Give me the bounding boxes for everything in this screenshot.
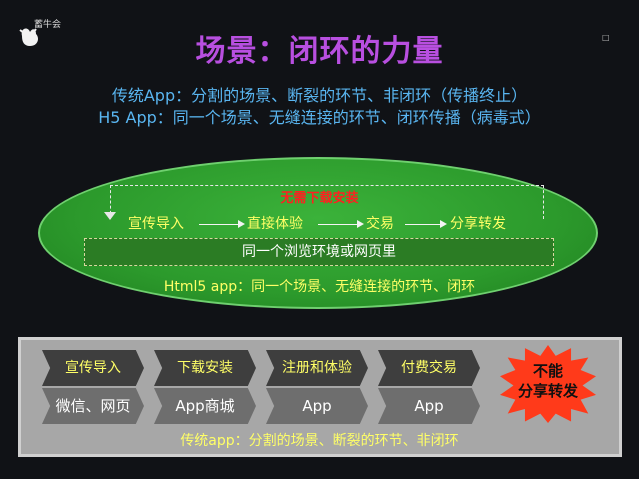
stage-name: 注册和体验 xyxy=(282,360,352,376)
loop-arrow-icon xyxy=(104,212,116,220)
native-stage-4: 付费交易 xyxy=(378,350,480,386)
cannot-share-line1: 不能 xyxy=(532,362,563,380)
cannot-share-line2: 分享转发 xyxy=(517,382,578,400)
h5-closed-loop-ellipse xyxy=(38,157,598,309)
native-stage-1: 宣传导入 xyxy=(42,350,144,386)
arrow-right-icon xyxy=(405,220,447,228)
h5-caption: Html5 app：同一个场景、无缝连接的环节、闭环 xyxy=(163,279,476,295)
logo-text: 蓄牛会 xyxy=(34,20,62,30)
arrow-right-icon xyxy=(199,220,245,228)
stage-channel: App xyxy=(302,397,332,415)
corner-mark: □ xyxy=(602,33,610,42)
native-channel-4: App xyxy=(378,388,480,424)
bull-logo-icon xyxy=(19,28,38,46)
native-stage-2: 下载安装 xyxy=(154,350,256,386)
native-channel-1: 微信、网页 xyxy=(42,388,144,424)
loop-label: 无需下载安装 xyxy=(280,191,359,206)
native-caption: 传统app：分割的场景、断裂的环节、非闭环 xyxy=(180,433,459,449)
stage-channel: App商城 xyxy=(175,397,235,415)
native-channel-3: App xyxy=(266,388,368,424)
subtitle-h5-app: H5 App：同一个场景、无缝连接的环节、闭环传播（病毒式） xyxy=(98,108,541,127)
same-browser-box: 同一个浏览环境或网页里 xyxy=(84,238,554,266)
arrow-right-icon xyxy=(318,220,364,228)
native-channel-2: App商城 xyxy=(154,388,256,424)
cannot-share-label: 不能 分享转发 xyxy=(500,361,596,401)
h5-step-share: 分享转发 xyxy=(450,216,506,232)
h5-step-experience: 直接体验 xyxy=(247,216,303,232)
stage-name: 下载安装 xyxy=(177,360,233,376)
subtitle-native-app: 传统App：分割的场景、断裂的环节、非闭环（传播终止） xyxy=(111,86,528,105)
h5-step-transaction: 交易 xyxy=(366,216,394,232)
loop-return-line xyxy=(110,185,544,219)
stage-channel: 微信、网页 xyxy=(55,397,131,415)
slide-title: 场景：闭环的力量 xyxy=(195,34,444,69)
stage-name: 付费交易 xyxy=(401,360,457,376)
stage-channel: App xyxy=(414,397,444,415)
native-stage-3: 注册和体验 xyxy=(266,350,368,386)
h5-step-promotion: 宣传导入 xyxy=(128,216,184,232)
stage-name: 宣传导入 xyxy=(65,360,121,376)
